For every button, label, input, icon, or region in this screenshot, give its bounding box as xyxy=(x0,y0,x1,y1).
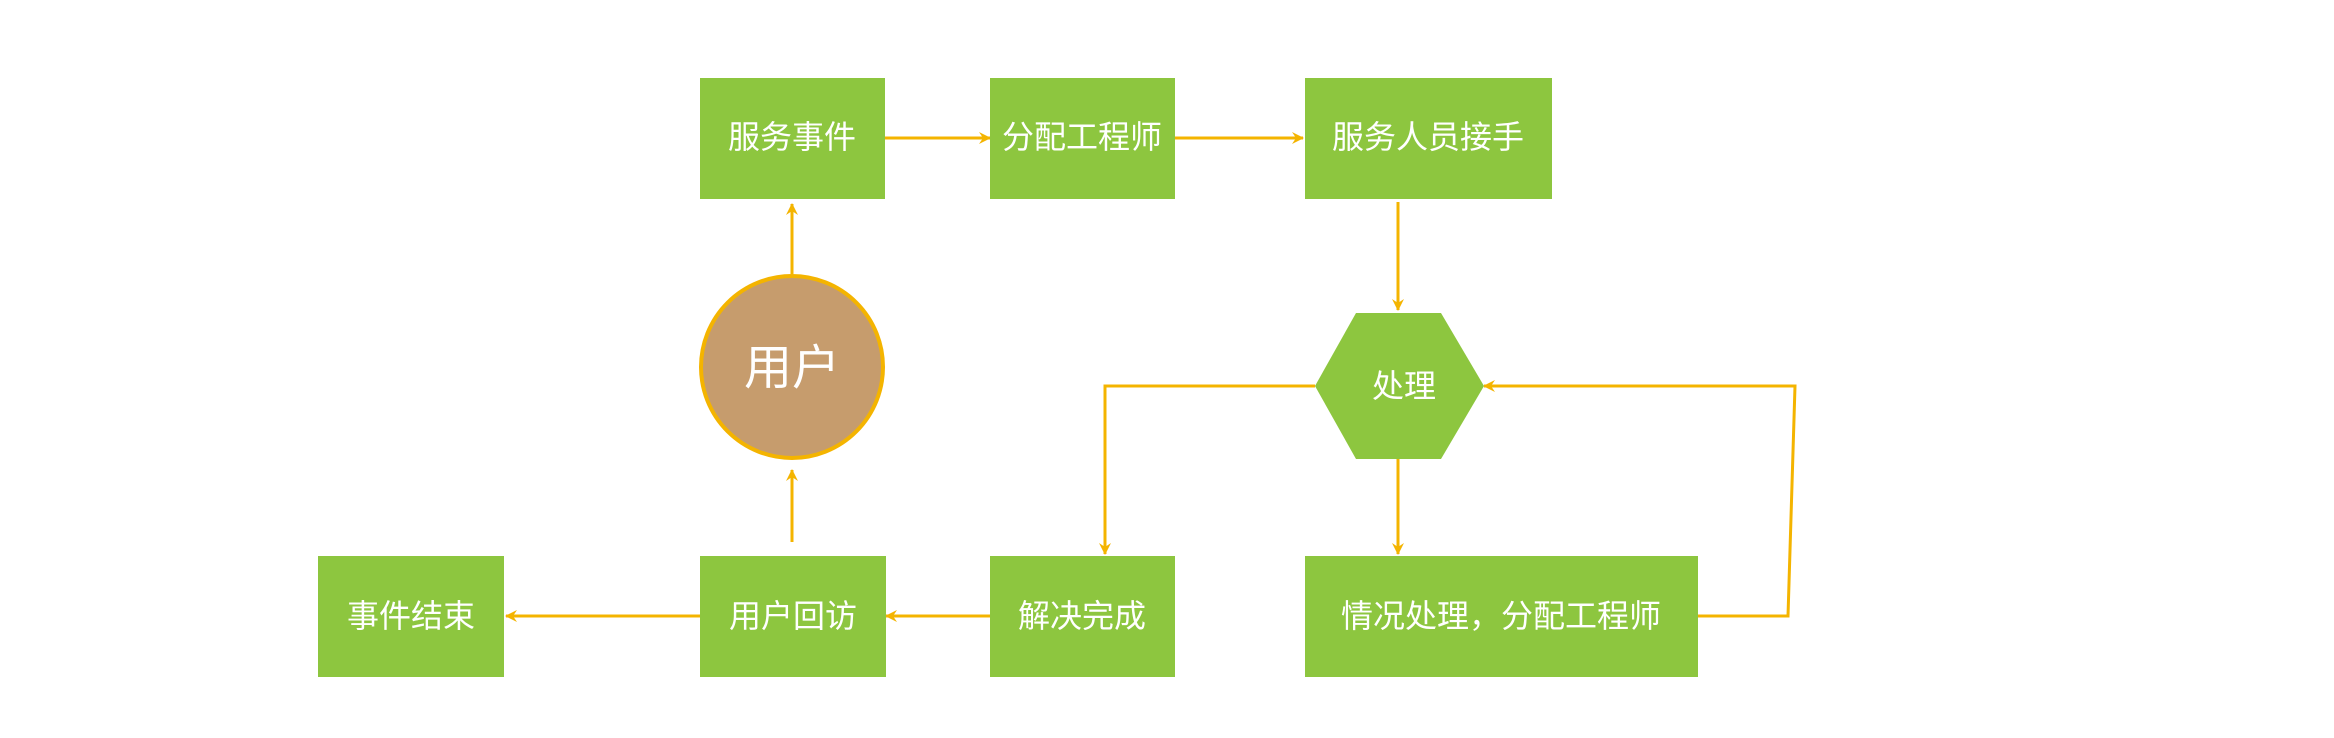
staff-takeover-box xyxy=(1305,78,1552,199)
resolved-label: 解决完成 xyxy=(1018,597,1146,635)
user-callback-box xyxy=(700,556,886,677)
service-event-label: 服务事件 xyxy=(728,118,856,156)
assign-engineer-label: 分配工程师 xyxy=(1002,118,1162,156)
process-label: 处理 xyxy=(1372,367,1436,405)
resolved-box xyxy=(990,556,1175,677)
user-circle xyxy=(699,274,885,460)
node-service-event: 服务事件 xyxy=(700,78,885,199)
arrow-process-to-resolved xyxy=(1099,384,1315,555)
node-resolved: 解决完成 xyxy=(990,556,1175,677)
node-staff-takeover: 服务人员接手 xyxy=(1305,78,1552,199)
user-label: 用户 xyxy=(744,340,840,396)
situation-label: 情况处理，分配工程师 xyxy=(1341,597,1661,635)
arrow-situation-to-process xyxy=(1483,380,1797,618)
node-event-end: 事件结束 xyxy=(318,556,504,677)
node-situation: 情况处理，分配工程师 xyxy=(1305,556,1698,677)
situation-box xyxy=(1305,556,1698,677)
process-hexagon xyxy=(1315,313,1484,459)
node-assign-engineer: 分配工程师 xyxy=(990,78,1175,199)
node-user-callback: 用户回访 xyxy=(700,556,886,677)
assign-engineer-box xyxy=(990,78,1175,199)
event-end-label: 事件结束 xyxy=(347,597,475,635)
staff-takeover-label: 服务人员接手 xyxy=(1332,118,1524,156)
node-user: 用户 xyxy=(699,274,885,460)
node-process: 处理 xyxy=(1315,313,1484,459)
event-end-box xyxy=(318,556,504,677)
service-event-box xyxy=(700,78,885,199)
connectors xyxy=(505,132,1797,622)
user-callback-label: 用户回访 xyxy=(729,597,857,635)
